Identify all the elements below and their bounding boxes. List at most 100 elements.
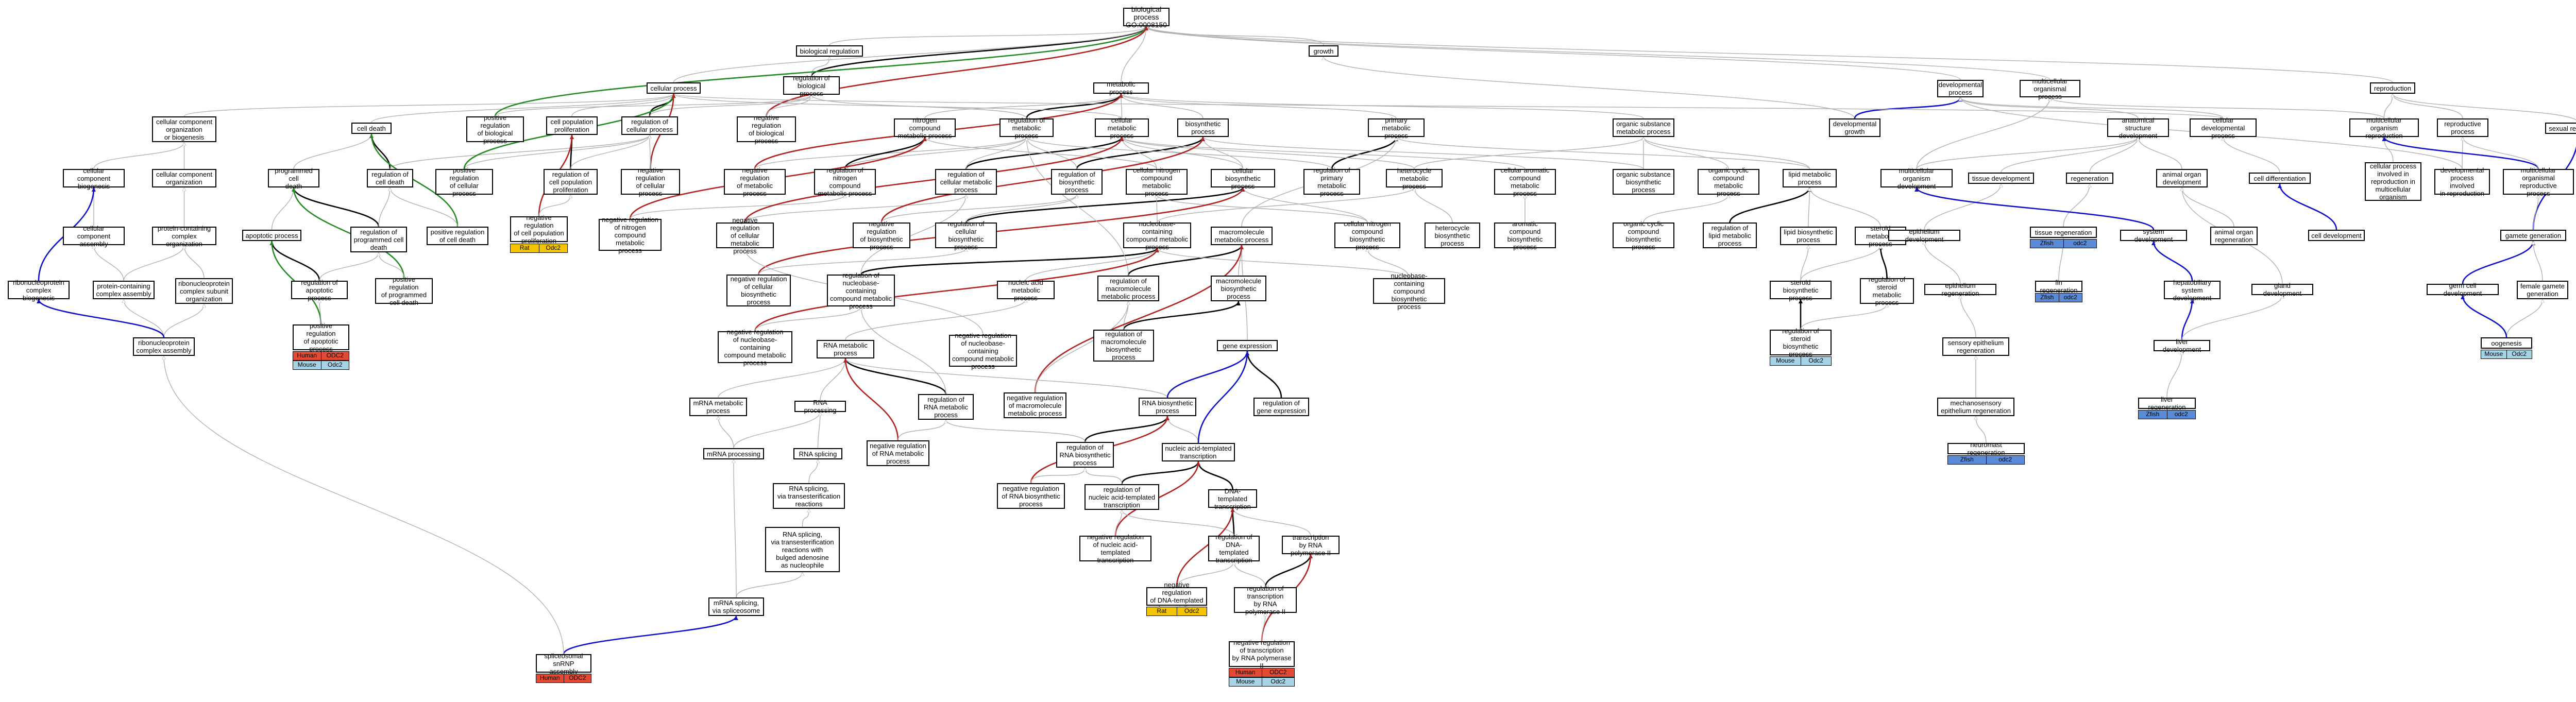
go-term-mrnaproc[interactable]: mRNA processing	[703, 448, 764, 459]
go-term-devgrowth[interactable]: developmental growth	[1829, 118, 1880, 137]
go-term-negregnucacidtrans[interactable]: negative regulation of nucleic acid-temp…	[1079, 533, 1151, 564]
go-term-repro[interactable]: reproduction	[2370, 82, 2415, 94]
go-term-regapop[interactable]: regulation of apoptotic process	[291, 279, 348, 302]
go-term-cellprocrepro[interactable]: cellular process involved in reproductio…	[2365, 162, 2421, 201]
go-term-celldevproc[interactable]: cellular developmental process	[2190, 116, 2257, 140]
go-term-cellnitcomp[interactable]: cellular nitrogen compound metabolic pro…	[1126, 166, 1188, 197]
go-term-mrnamet[interactable]: mRNA metabolic process	[689, 398, 747, 416]
go-term-hepatobiliary[interactable]: hepatobiliary system development	[2164, 279, 2221, 302]
go-term-regcellbiosynth[interactable]: regulation of cellular biosynthetic proc…	[935, 220, 997, 251]
go-term-regen[interactable]: regeneration	[2066, 173, 2113, 184]
go-term-negregnitcomp[interactable]: negative regulation of nitrogen compound…	[599, 216, 662, 254]
go-term-rnabio[interactable]: RNA biosynthetic process	[1139, 398, 1196, 416]
go-term-bioreg[interactable]: biological regulation	[796, 45, 863, 57]
go-term-regmacromet[interactable]: regulation of macromolecule metabolic pr…	[1097, 276, 1159, 301]
go-term-negregrnamet[interactable]: negative regulation of RNA metabolic pro…	[867, 440, 929, 466]
go-term-mechanosensory[interactable]: mechanosensory epithelium regeneration	[1937, 398, 2014, 416]
go-term-lipidbio[interactable]: lipid biosynthetic process	[1780, 227, 1837, 245]
go-term-regrnabio[interactable]: regulation of RNA biosynthetic process	[1056, 442, 1114, 468]
go-term-protcontorg[interactable]: protein-containing complex organization	[152, 225, 216, 248]
go-term-regnucbase[interactable]: regulation of nucleobase-containing comp…	[827, 271, 895, 310]
go-term-tissueregen[interactable]: tissue regeneration	[2030, 227, 2097, 238]
go-term-regcellpopprolif[interactable]: regulation of cell population proliferat…	[544, 169, 598, 195]
go-term-nucacidmet[interactable]: nucleic acid metabolic process	[997, 279, 1055, 302]
go-term-gametegen[interactable]: gamete generation	[2500, 230, 2566, 241]
go-term-regprimmet[interactable]: regulation of primary metabolic process	[1303, 166, 1360, 197]
go-term-multorgreproproc[interactable]: multicellular organismal reproductive pr…	[2503, 166, 2574, 197]
go-term-ccorg[interactable]: cellular component organization or bioge…	[152, 116, 216, 142]
go-term-regtransrnapol[interactable]: regulation of transcription by RNA polym…	[1234, 585, 1297, 615]
go-term-epiregen[interactable]: epithelium regeneration	[1924, 282, 1996, 297]
go-term-tissuedev[interactable]: tissue development	[1968, 173, 2034, 184]
go-term-rnpsubunitorg[interactable]: ribonucleoprotein complex subunit organi…	[175, 278, 233, 304]
go-term-epidev[interactable]: epithelium development	[1888, 228, 1960, 243]
go-term-negregmacromet[interactable]: negative regulation of macromolecule met…	[1004, 392, 1066, 418]
go-term-heterobio[interactable]: heterocycle biosynthetic process	[1425, 222, 1480, 248]
go-term-neuromast[interactable]: neuromast regeneration	[1947, 441, 2025, 456]
go-term-regrnamet[interactable]: regulation of RNA metabolic process	[918, 394, 974, 420]
go-term-multorgrepro[interactable]: multicellular organism reproduction	[2349, 116, 2419, 140]
go-term-sensoryepiregen[interactable]: sensory epithelium regeneration	[1942, 337, 2009, 356]
go-term-regsteroidmet[interactable]: regulation of steroid metabolic process	[1860, 276, 1914, 306]
go-term-lipidmet[interactable]: lipid metabolic process	[1783, 169, 1837, 187]
go-term-nucbasemet[interactable]: nucleobase-containing compound metabolic…	[1123, 220, 1191, 251]
go-term-cellnitbio[interactable]: cellular nitrogen compound biosynthetic …	[1334, 220, 1400, 251]
go-term-macromet[interactable]: macromolecule metabolic process	[1211, 227, 1273, 245]
go-term-nucacidtrans[interactable]: nucleic acid-templated transcription	[1162, 443, 1235, 461]
go-term-negregcellmet[interactable]: negative regulation of cellular metaboli…	[716, 216, 774, 255]
go-term-negregnucbase[interactable]: negative regulation of nucleobase-contai…	[718, 328, 792, 367]
go-term-reproproc[interactable]: reproductive process	[2437, 118, 2488, 137]
go-term-cellarommet[interactable]: cellular aromatic compound metabolic pro…	[1494, 166, 1556, 197]
go-term-oogenesis[interactable]: oogenesis	[2481, 337, 2532, 349]
go-term-cellpopprolif[interactable]: cell population proliferation	[546, 116, 598, 135]
go-term-regcellmet[interactable]: regulation of cellular metabolic process	[935, 169, 997, 195]
go-term-negregbp[interactable]: negative regulation of biological proces…	[737, 114, 796, 145]
go-term-multproc[interactable]: multicellular organismal process	[2020, 77, 2080, 100]
go-term-ccbiog[interactable]: cellular component biogenesis	[63, 167, 125, 190]
go-term-rnamet[interactable]: RNA metabolic process	[817, 340, 874, 358]
go-term-femalegamete[interactable]: female gamete generation	[2517, 281, 2568, 299]
go-term-liverdev[interactable]: liver development	[2154, 338, 2210, 353]
go-term-negregnucbase2[interactable]: negative regulation of nucleobase-contai…	[949, 332, 1017, 370]
go-term-negregrnabio[interactable]: negative regulation of RNA biosynthetic …	[997, 483, 1065, 509]
go-term-devprocrepro[interactable]: developmental process involved in reprod…	[2434, 166, 2490, 197]
go-term-posregcelldeath[interactable]: positive regulation of cell death	[427, 227, 488, 245]
go-term-biosynth[interactable]: biosynthetic process	[1177, 118, 1229, 137]
go-term-arombio[interactable]: aromatic compound biosynthetic process	[1494, 220, 1556, 251]
go-term-nitcomp[interactable]: nitrogen compound metabolic process	[894, 116, 956, 140]
go-term-metproc[interactable]: metabolic process	[1093, 80, 1149, 96]
go-term-negregcellpopprolif[interactable]: negative regulation of cell population p…	[510, 214, 568, 245]
go-term-liverregen[interactable]: liver regeneration	[2138, 396, 2196, 411]
go-term-posregcellproc[interactable]: positive regulation of cellular process	[435, 166, 493, 197]
go-term-heteromet[interactable]: heterocycle metabolic process	[1386, 167, 1443, 190]
go-term-celldeath[interactable]: cell death	[351, 123, 392, 134]
go-term-animorgregen[interactable]: animal organ regeneration	[2210, 227, 2258, 245]
go-term-ccorg2[interactable]: cellular component organization	[152, 169, 216, 187]
go-term-rnasplicetrans[interactable]: RNA splicing, via transesterification re…	[773, 483, 845, 509]
go-term-negregcellproc[interactable]: negative regulation of cellular process	[621, 166, 680, 197]
go-term-negregbiosynth[interactable]: negative regulation of biosynthetic proc…	[853, 220, 910, 251]
go-term-regmet[interactable]: regulation of metabolic process	[999, 116, 1054, 140]
go-term-regbiosynth[interactable]: regulation of biosynthetic process	[1051, 169, 1103, 195]
go-term-posregpcd[interactable]: positive regulation of programmed cell d…	[375, 276, 433, 306]
go-term-dnatrans[interactable]: DNA-templated transcription	[1208, 487, 1257, 510]
go-term-regbp[interactable]: regulation of biological process	[783, 74, 840, 97]
go-term-reggeneexpr[interactable]: regulation of gene expression	[1253, 398, 1309, 416]
go-term-negregmet[interactable]: negative regulation of metabolic process	[724, 166, 786, 197]
go-term-reglipidmet[interactable]: regulation of lipid metabolic process	[1703, 222, 1757, 248]
go-term-orgsubbio[interactable]: organic substance biosynthetic process	[1613, 169, 1674, 195]
go-term-glanddev[interactable]: gland development	[2251, 282, 2313, 297]
go-term-finregen[interactable]: fin regeneration	[2035, 279, 2082, 294]
go-term-posregapop[interactable]: positive regulation of apoptotic process	[293, 322, 349, 353]
go-term-negregtransrnapol[interactable]: negative regulation of transcription by …	[1229, 639, 1295, 670]
go-term-germcelldev[interactable]: germ cell development	[2427, 282, 2499, 297]
go-term-sexrepro[interactable]: sexual reproduction	[2545, 123, 2576, 134]
go-term-regnitcomp[interactable]: regulation of nitrogen compound metaboli…	[814, 166, 876, 197]
go-term-rnaproc[interactable]: RNA processing	[794, 399, 846, 414]
go-term-orgcycmet[interactable]: organic cyclic compound metabolic proces…	[1698, 166, 1759, 197]
go-term-transrnapol[interactable]: transcription by RNA polymerase II	[1282, 534, 1340, 557]
go-term-cellproc[interactable]: cellular process	[647, 82, 701, 94]
go-term-regdnatrans[interactable]: regulation of DNA-templated transcriptio…	[1208, 533, 1260, 564]
go-term-geneexpr[interactable]: gene expression	[1217, 340, 1278, 351]
go-term-regcelldeath[interactable]: regulation of cell death	[367, 169, 413, 187]
